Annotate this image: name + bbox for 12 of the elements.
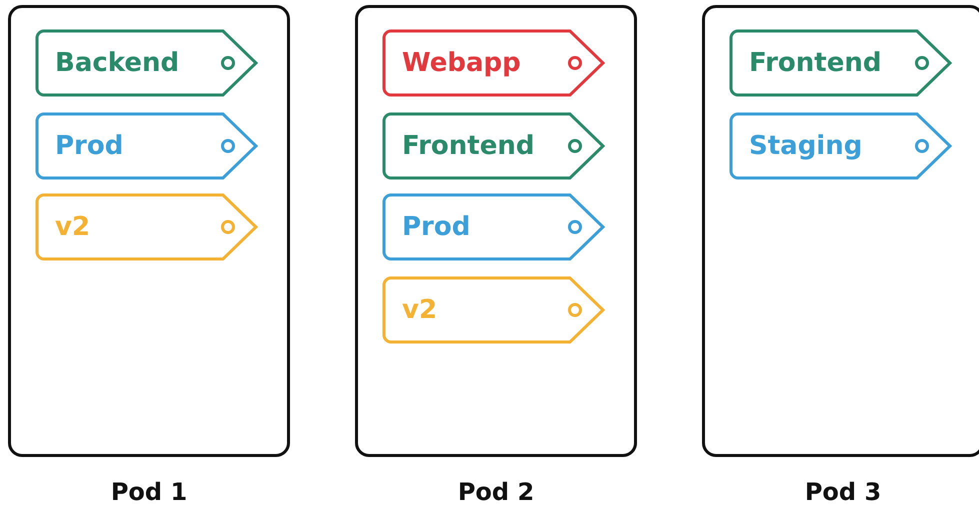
label-tag: Webapp <box>382 29 606 97</box>
pod-name: Pod 2 <box>456 478 536 506</box>
label-tag: Staging <box>729 112 953 180</box>
label-tag: Frontend <box>382 112 606 180</box>
label-tag: Backend <box>35 29 259 97</box>
label-tag: Frontend <box>729 29 953 97</box>
label-tag: v2 <box>35 193 259 261</box>
label-tag: Prod <box>382 193 606 261</box>
pod-name: Pod 1 <box>110 478 188 506</box>
label-tag: Prod <box>35 112 259 180</box>
pod-name: Pod 3 <box>804 478 882 506</box>
label-tag: v2 <box>382 276 606 344</box>
